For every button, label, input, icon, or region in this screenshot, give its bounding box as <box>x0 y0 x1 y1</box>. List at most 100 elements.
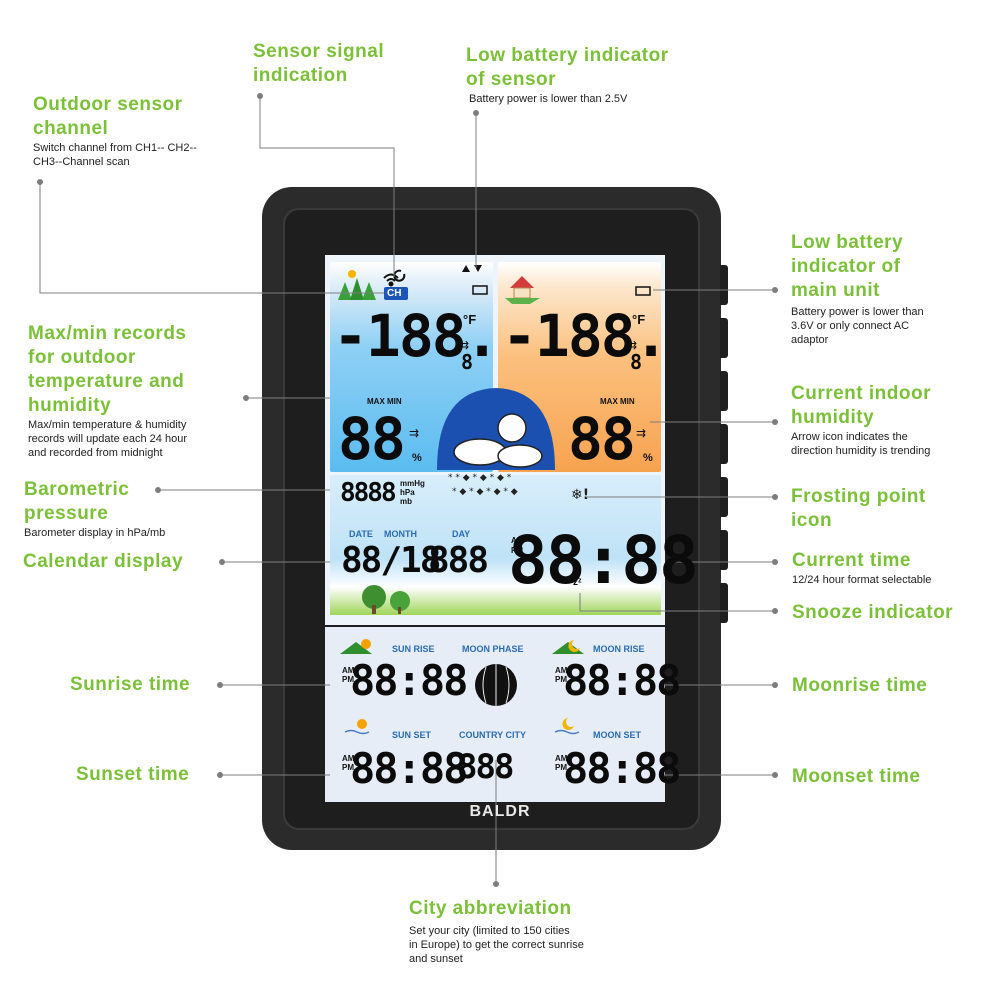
pressure-unit-hpa: hPa <box>400 488 415 497</box>
side-button-3[interactable] <box>720 371 728 411</box>
callout-leader-lines <box>39 96 775 884</box>
callout-title: Low battery <box>791 232 904 253</box>
moonset-am: AM <box>555 754 568 763</box>
sensor-low-battery-icon <box>462 265 488 295</box>
indoor-humidity-unit: % <box>643 452 653 464</box>
callout-desc: 3.6V or only connect AC <box>791 320 910 332</box>
hum-trend-arrow-icon: ⇉ <box>409 426 419 440</box>
main-low-battery-icon <box>635 286 651 296</box>
country-city-label: COUNTRY CITY <box>459 730 527 740</box>
moonphase-label: MOON PHASE <box>462 644 524 654</box>
indoor-temp-unit: °F <box>632 312 646 327</box>
callout-title: indication <box>253 65 348 86</box>
lcd-lower-screen <box>325 627 665 802</box>
callout-low-battery-sensor: Low battery indicator of sensor Battery … <box>466 44 669 106</box>
callout-title: Snooze indicator <box>792 602 954 623</box>
callout-maxmin-records: Max/min records for outdoor temperature … <box>28 322 187 460</box>
callout-barometric: Barometric pressure Barometer display in… <box>24 478 165 540</box>
channel-badge <box>384 287 408 300</box>
sunset-am: AM <box>342 754 355 763</box>
day-digits: 888 <box>428 540 489 581</box>
pressure-value: 8888 <box>340 478 397 508</box>
callout-sunrise: Sunrise time <box>70 673 190 697</box>
date-digits: 88/18 <box>341 540 441 581</box>
callout-title: pressure <box>24 503 109 524</box>
callout-title: Calendar display <box>23 551 184 572</box>
house-icon <box>505 276 540 304</box>
callout-title: Moonrise time <box>792 675 928 696</box>
callout-title: Sensor signal <box>253 41 385 62</box>
callout-frosting: Frosting point icon <box>791 485 926 533</box>
callout-desc: and recorded from midnight <box>28 447 163 459</box>
outdoor-temp-unit: °F <box>463 312 477 327</box>
pressure-unit-mmhg: mmHg <box>400 479 425 488</box>
outdoor-maxmin-label: MAX MIN <box>367 397 402 406</box>
callout-desc: Switch channel from CH1-- CH2-- <box>33 142 197 154</box>
callout-desc: and sunset <box>409 953 463 965</box>
rain-snow-icons: * * ◆ * ◆ * ◆ * * ◆ * ◆ * ◆ * ◆ <box>448 473 518 497</box>
sunset-pm: PM <box>342 763 354 772</box>
sky-landscape-panel <box>330 475 661 615</box>
callout-title: humidity <box>791 407 875 428</box>
sunset-time: 88:88 <box>350 744 468 793</box>
side-button-4[interactable] <box>720 424 728 464</box>
side-button-6[interactable] <box>720 530 728 570</box>
svg-text:* ◆ * ◆ * ◆ * ◆: * ◆ * ◆ * ◆ * ◆ <box>452 487 518 497</box>
indoor-temp-decimal: 8 <box>630 350 642 374</box>
day-label: DAY <box>452 529 471 539</box>
temp-trend-arrow-icon: ⇉ <box>459 338 469 352</box>
outdoor-temp-decimal: 8 <box>461 350 473 374</box>
moonset-pm: PM <box>555 763 567 772</box>
callout-desc: in Europe) to get the correct sunrise <box>409 939 584 951</box>
callout-moonset: Moonset time <box>792 765 920 789</box>
side-button-1[interactable] <box>720 265 728 305</box>
callout-snooze: Snooze indicator <box>792 601 953 625</box>
month-label: MONTH <box>384 529 417 539</box>
callout-title: Low battery indicator <box>466 45 669 66</box>
callout-title: temperature and <box>28 371 185 392</box>
moonset-icon <box>554 718 580 735</box>
indoor-temp-trend-arrow-icon: ⇉ <box>627 338 637 352</box>
channel-label: CH <box>387 288 402 299</box>
time-pm: PM <box>511 546 523 555</box>
callout-desc: direction humidity is trending <box>791 445 931 457</box>
frost-icon: ❄! <box>571 487 589 503</box>
city-digits: 888 <box>457 747 514 787</box>
callout-title: humidity <box>28 395 112 416</box>
callout-title: Moonset time <box>792 766 921 787</box>
callout-title: Current time <box>792 550 911 571</box>
side-button-7[interactable] <box>720 583 728 623</box>
callout-title: Barometric <box>24 479 130 500</box>
callout-title: icon <box>791 510 833 531</box>
pressure-unit-mb: mb <box>400 497 412 506</box>
callout-title: Sunrise time <box>70 674 191 695</box>
current-time: 88:88 <box>508 522 699 599</box>
outdoor-humidity-unit: % <box>412 452 422 464</box>
side-button-2[interactable] <box>720 318 728 358</box>
signal-wifi-icon <box>383 273 399 287</box>
callout-desc: Set your city (limited to 150 cities <box>409 925 570 937</box>
outdoor-humidity: 88 <box>338 405 406 473</box>
moonrise-am: AM <box>555 666 568 675</box>
moonrise-label: MOON RISE <box>593 644 645 654</box>
callout-desc: Barometer display in hPa/mb <box>24 527 166 539</box>
sun-icon <box>497 413 527 443</box>
callout-desc: records will update each 24 hour <box>28 433 187 445</box>
brand-logo: BALDR <box>469 803 531 820</box>
callout-desc: 12/24 hour format selectable <box>792 574 932 586</box>
snooze-icon: zᶻ <box>573 577 582 588</box>
callout-title: Outdoor sensor <box>33 94 183 115</box>
callout-title: main unit <box>791 280 880 301</box>
callout-desc: adaptor <box>791 334 829 346</box>
indoor-temp: -188. <box>502 302 669 370</box>
indoor-maxmin-label: MAX MIN <box>600 397 635 406</box>
callout-calendar: Calendar display <box>23 550 183 574</box>
callout-desc: CH3--Channel scan <box>33 156 130 168</box>
sunrise-icon <box>340 639 372 654</box>
sunrise-label: SUN RISE <box>392 644 435 654</box>
callout-low-battery-main: Low battery indicator of main unit Batte… <box>791 231 924 347</box>
callout-sunset: Sunset time <box>76 763 189 787</box>
callout-sensor-signal: Sensor signal indication <box>253 40 384 88</box>
indoor-hum-trend-arrow-icon: ⇉ <box>636 426 646 440</box>
